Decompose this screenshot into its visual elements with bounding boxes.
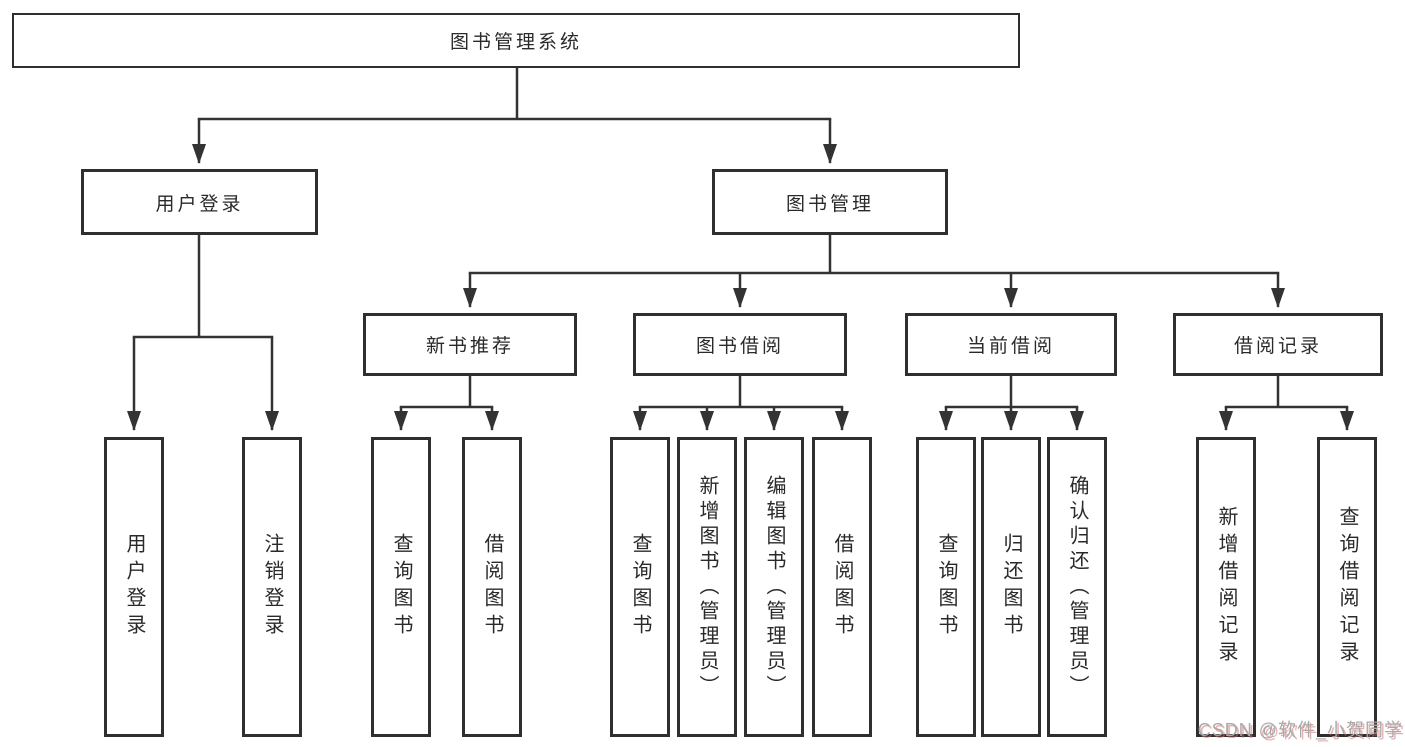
leaf-query-books-recommend: 查询图书 xyxy=(371,437,431,737)
node-book-management: 图书管理 xyxy=(712,169,948,235)
node-new-book-recommend: 新书推荐 xyxy=(363,313,577,376)
leaf-user-login: 用户登录 xyxy=(104,437,164,737)
leaf-query-books-borrow: 查询图书 xyxy=(610,437,670,737)
leaf-query-books-current: 查询图书 xyxy=(916,437,976,737)
leaf-logout: 注销登录 xyxy=(242,437,302,737)
node-current-borrow: 当前借阅 xyxy=(905,313,1117,376)
connector-borrow-records-to-leaves xyxy=(1219,376,1354,431)
connector-new-book-recommend-to-leaves xyxy=(394,376,499,431)
connector-book-borrow-to-leaves xyxy=(633,376,849,431)
leaf-borrow-books: 借阅图书 xyxy=(812,437,872,737)
leaf-edit-books-admin: 编辑图书（管理员） xyxy=(744,437,804,737)
leaf-add-books-admin: 新增图书（管理员） xyxy=(677,437,737,737)
leaf-confirm-return-admin: 确认归还（管理员） xyxy=(1047,437,1107,737)
leaf-borrow-books-recommend: 借阅图书 xyxy=(462,437,522,737)
node-borrow-records: 借阅记录 xyxy=(1173,313,1383,376)
connector-root-to-level2 xyxy=(192,68,837,164)
leaf-return-books: 归还图书 xyxy=(981,437,1041,737)
connector-book-management-to-level3 xyxy=(463,235,1285,308)
leaf-query-borrow-record: 查询借阅记录 xyxy=(1317,437,1377,737)
connector-user-login-to-leaves xyxy=(127,235,279,431)
node-book-borrow: 图书借阅 xyxy=(633,313,847,376)
node-root-library-management-system: 图书管理系统 xyxy=(12,13,1020,68)
leaf-add-borrow-record: 新增借阅记录 xyxy=(1196,437,1256,737)
connector-current-borrow-to-leaves xyxy=(939,376,1084,431)
csdn-watermark: CSDN @软件_小贺同学 xyxy=(1197,720,1403,740)
node-user-login: 用户登录 xyxy=(81,169,318,235)
